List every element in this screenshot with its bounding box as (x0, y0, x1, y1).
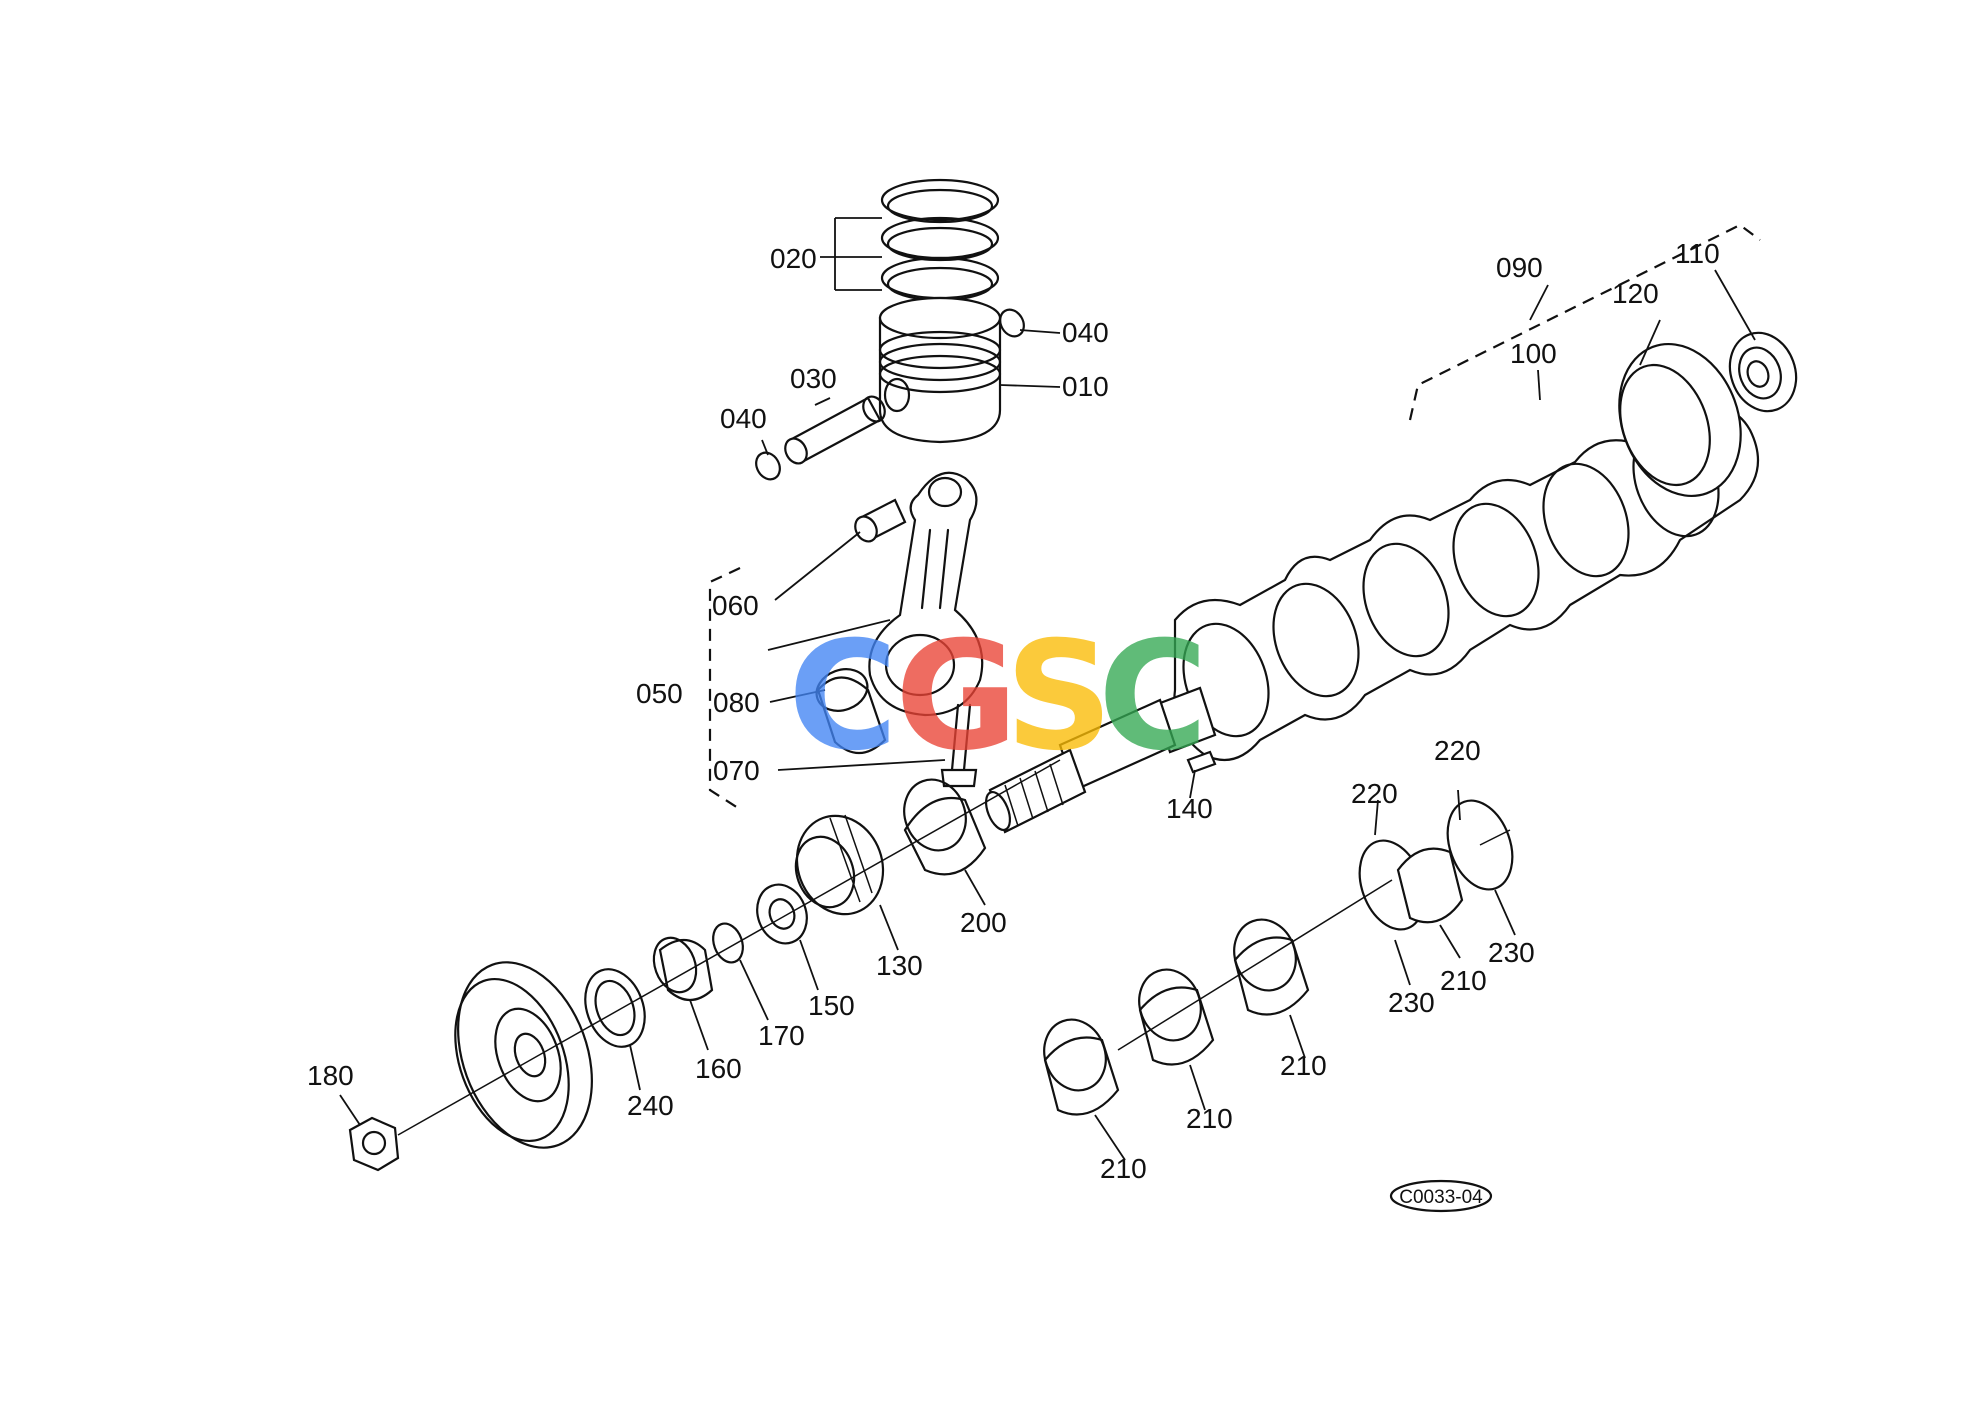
figure-code-badge: C0033-04 (1389, 1179, 1493, 1213)
o-ring (712, 922, 744, 964)
label-060: 060 (712, 590, 759, 621)
label-130: 130 (876, 950, 923, 981)
watermark-logo: C G S C (788, 610, 1208, 784)
crankshaft-splined-end (984, 748, 1087, 834)
label-210-b: 210 (1100, 1153, 1147, 1184)
woodruff-key (1186, 750, 1217, 774)
connecting-rod (868, 471, 984, 717)
circlip-left (755, 451, 781, 481)
main-bearing-2 (1138, 968, 1215, 1066)
axis-line-front (397, 759, 1061, 1136)
small-end-bushing (854, 498, 907, 543)
front-bushing (903, 778, 987, 876)
label-240: 240 (627, 1090, 674, 1121)
rod-bolt (940, 703, 978, 788)
label-170: 170 (758, 1020, 805, 1051)
bracket-090 (1408, 223, 1761, 421)
nut (348, 1116, 400, 1172)
watermark-letter-1: C (788, 610, 898, 784)
ball-bearing (1728, 331, 1798, 413)
rear-bearing-housing (1618, 342, 1742, 498)
rod-bearing (815, 668, 887, 755)
label-180: 180 (307, 1060, 354, 1091)
leader-lines (339, 217, 1756, 1161)
label-150: 150 (808, 990, 855, 1021)
label-070: 070 (713, 755, 760, 786)
piston-pin (784, 395, 886, 465)
label-230-left: 230 (1388, 987, 1435, 1018)
main-bearing-3 (1233, 918, 1310, 1016)
main-bearings (1043, 799, 1514, 1116)
part-labels: 020 040 010 030 040 060 050 080 070 090 … (307, 238, 1720, 1184)
label-050: 050 (636, 678, 683, 709)
collar (652, 936, 714, 1002)
watermark-letter-4: C (1098, 610, 1208, 784)
label-220-left: 220 (1351, 778, 1398, 809)
watermark-letter-2: G (895, 610, 1018, 784)
label-230-right: 230 (1488, 937, 1535, 968)
label-210-c: 210 (1186, 1103, 1233, 1134)
label-200: 200 (960, 907, 1007, 938)
oil-seal (584, 968, 646, 1048)
thrust-washer (756, 883, 808, 945)
label-120: 120 (1612, 278, 1659, 309)
crankshaft-gear (794, 814, 885, 916)
label-110: 110 (1675, 238, 1720, 269)
label-090: 090 (1496, 252, 1543, 283)
label-040-right: 040 (1062, 317, 1109, 348)
label-140: 140 (1166, 793, 1213, 824)
figure-code: C0033-04 (1399, 1187, 1483, 1208)
watermark-letter-3: S (1005, 610, 1113, 784)
label-210-e: 210 (1440, 965, 1487, 996)
label-010: 010 (1062, 371, 1109, 402)
thrust-bearing-group (1358, 799, 1514, 931)
pulley (454, 961, 593, 1149)
label-030: 030 (790, 363, 837, 394)
circlip-right (999, 308, 1025, 338)
label-040-left: 040 (720, 403, 767, 434)
label-100: 100 (1510, 338, 1557, 369)
label-080: 080 (713, 687, 760, 718)
label-210-d: 210 (1280, 1050, 1327, 1081)
crankshaft (1058, 408, 1760, 792)
piston-rings (880, 178, 1000, 302)
label-020: 020 (770, 243, 817, 274)
main-bearing-1 (1043, 1018, 1120, 1116)
label-220-right: 220 (1434, 735, 1481, 766)
label-160: 160 (695, 1053, 742, 1084)
piston (878, 296, 1002, 444)
